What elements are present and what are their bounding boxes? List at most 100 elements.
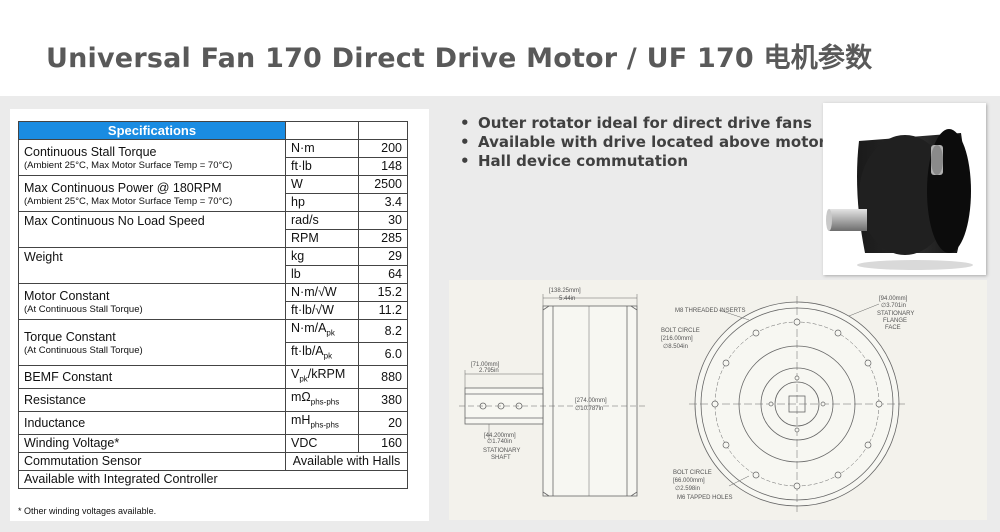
svg-text:FLANGE: FLANGE: [883, 318, 907, 324]
svg-text:2.795in: 2.795in: [479, 368, 499, 374]
value-cell: 3.4: [358, 193, 408, 212]
spec-table: Specifications Continuous Stall Torque (…: [18, 121, 408, 489]
svg-text:BOLT CIRCLE: BOLT CIRCLE: [661, 328, 700, 334]
param-integrated-controller: Available with Integrated Controller: [18, 470, 408, 489]
svg-text:[138.25mm]: [138.25mm]: [549, 288, 581, 294]
svg-text:BOLT CIRCLE: BOLT CIRCLE: [673, 470, 712, 476]
list-item: •Available with drive located above moto…: [460, 133, 827, 151]
unit-cell: ft·lb/Apk: [285, 342, 359, 366]
page-title: Universal Fan 170 Direct Drive Motor / U…: [46, 43, 873, 74]
unit-cell: N·m/Apk: [285, 319, 359, 343]
table-row: Winding Voltage* VDC 160: [18, 434, 408, 453]
svg-text:M8 THREADED INSERTS: M8 THREADED INSERTS: [675, 308, 745, 314]
param-winding-voltage: Winding Voltage*: [18, 434, 286, 453]
dimension-drawing: [138.25mm] 5.44in [71.00mm] 2.795in [274…: [459, 288, 914, 512]
svg-text:SHAFT: SHAFT: [491, 455, 511, 461]
unit-cell: mHphs-phs: [285, 411, 359, 435]
param-max-power: Max Continuous Power @ 180RPM (Ambient 2…: [18, 175, 286, 212]
table-row: Weight kg 29: [18, 247, 408, 284]
table-row: ft·lb 148: [19, 157, 408, 176]
table-row: Max Continuous No Load Speed rad/s 30: [18, 211, 408, 248]
svg-text:[44.200mm]: [44.200mm]: [484, 433, 516, 439]
unit-cell: kg: [285, 247, 359, 266]
table-row: Continuous Stall Torque (Ambient 25°C, M…: [18, 139, 408, 176]
footnote: * Other winding voltages available.: [18, 506, 157, 516]
param-stall-torque: Continuous Stall Torque (Ambient 25°C, M…: [18, 139, 286, 176]
table-header: Specifications: [18, 121, 286, 140]
value-cell: 64: [358, 265, 408, 284]
value-cell: 148: [358, 157, 408, 176]
svg-text:[216.00mm]: [216.00mm]: [661, 336, 693, 342]
value-cell: 285: [358, 229, 408, 248]
svg-text:∅10.787in: ∅10.787in: [575, 405, 603, 412]
table-row: Available with Integrated Controller: [18, 470, 408, 489]
table-row: BEMF Constant Vpk/kRPM 880: [18, 365, 408, 389]
table-row: Max Continuous Power @ 180RPM (Ambient 2…: [18, 175, 408, 212]
bolt-holes: [711, 318, 883, 490]
value-cell: 880: [358, 365, 408, 389]
svg-text:5.44in: 5.44in: [559, 296, 575, 302]
unit-cell: mΩphs-phs: [285, 388, 359, 412]
side-view-labels: [138.25mm] 5.44in [71.00mm] 2.795in [274…: [471, 288, 607, 461]
param-no-load-speed: Max Continuous No Load Speed: [18, 211, 286, 248]
value-cell: 29: [358, 247, 408, 266]
svg-text:[274.00mm]: [274.00mm]: [575, 398, 607, 404]
value-cell: Available with Halls: [285, 452, 408, 471]
unit-cell: VDC: [285, 434, 359, 453]
unit-cell: N·m/√W: [285, 283, 359, 302]
param-bemf: BEMF Constant: [18, 365, 286, 389]
unit-cell: Vpk/kRPM: [285, 365, 359, 389]
table-row: RPM 285: [19, 229, 408, 248]
table-row: ft·lb/√W 11.2: [19, 301, 408, 320]
technical-drawing: [138.25mm] 5.44in [71.00mm] 2.795in [274…: [449, 280, 987, 520]
param-weight: Weight: [18, 247, 286, 284]
table-row: Torque Constant (At Continuous Stall Tor…: [18, 319, 408, 366]
svg-text:M6 TAPPED HOLES: M6 TAPPED HOLES: [677, 495, 732, 501]
unit-cell: rad/s: [285, 211, 359, 230]
svg-text:∅8.504in: ∅8.504in: [663, 343, 688, 350]
value-cell: 15.2: [358, 283, 408, 302]
svg-text:∅2.598in: ∅2.598in: [675, 485, 700, 492]
unit-cell: W: [285, 175, 359, 194]
svg-text:FACE: FACE: [885, 325, 901, 331]
feature-list: •Outer rotator ideal for direct drive fa…: [460, 114, 826, 171]
param-inductance: Inductance: [18, 411, 286, 435]
table-row: Resistance mΩphs-phs 380: [18, 388, 408, 412]
table-row: Motor Constant (At Continuous Stall Torq…: [18, 283, 408, 320]
motor-render-image: [826, 129, 973, 270]
svg-text:[66.000mm]: [66.000mm]: [673, 478, 705, 484]
svg-text:STATIONARY: STATIONARY: [877, 311, 914, 317]
svg-text:[94.00mm]: [94.00mm]: [879, 296, 908, 302]
value-cell: 6.0: [358, 342, 408, 366]
side-view: [459, 294, 645, 497]
value-cell: 30: [358, 211, 408, 230]
value-cell: 380: [358, 388, 408, 412]
front-view: [689, 296, 905, 512]
unit-cell: ft·lb: [285, 157, 359, 176]
value-cell: 20: [358, 411, 408, 435]
svg-text:STATIONARY: STATIONARY: [483, 448, 520, 454]
value-cell: 2500: [358, 175, 408, 194]
table-row: Commutation Sensor Available with Halls: [18, 452, 408, 471]
value-cell: 8.2: [358, 319, 408, 343]
table-row: Inductance mHphs-phs 20: [18, 411, 408, 435]
value-cell: 200: [358, 139, 408, 158]
unit-cell: N·m: [285, 139, 359, 158]
param-commutation: Commutation Sensor: [18, 452, 286, 471]
table-row: lb 64: [19, 265, 408, 284]
unit-cell: ft·lb/√W: [285, 301, 359, 320]
param-torque-constant: Torque Constant (At Continuous Stall Tor…: [18, 319, 286, 366]
value-cell: 160: [358, 434, 408, 453]
svg-text:∅1.740in: ∅1.740in: [487, 438, 512, 445]
svg-text:∅3.701in: ∅3.701in: [881, 302, 906, 309]
param-motor-constant: Motor Constant (At Continuous Stall Torq…: [18, 283, 286, 320]
list-item: •Outer rotator ideal for direct drive fa…: [460, 114, 812, 132]
param-resistance: Resistance: [18, 388, 286, 412]
motor-photo: [823, 103, 986, 275]
unit-cell: hp: [285, 193, 359, 212]
table-header-row: Specifications: [18, 121, 408, 140]
svg-text:[71.00mm]: [71.00mm]: [471, 362, 500, 368]
spec-panel: Specifications Continuous Stall Torque (…: [10, 109, 429, 521]
table-row: ft·lb/Apk 6.0: [19, 342, 408, 366]
front-view-labels: M8 THREADED INSERTS BOLT CIRCLE [216.00m…: [661, 296, 914, 501]
